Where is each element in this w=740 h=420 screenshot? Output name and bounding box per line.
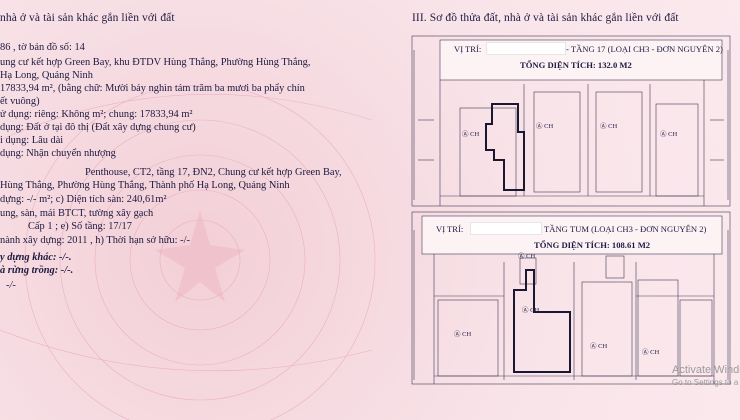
construction-area-line: dựng: -/- m²; c) Diện tích sàn: 240,61m² xyxy=(0,194,167,205)
section-heading-left: nhà ở và tài sản khác gắn liền với đất xyxy=(0,12,175,24)
unit-label: Ⓐ CH xyxy=(454,331,472,338)
usage-form-line: ử dụng: riêng: Không m²; chung: 17833,94… xyxy=(0,109,193,120)
perennial-trees-line: -/- xyxy=(6,280,16,291)
unit-label: Ⓐ CH xyxy=(462,131,480,138)
left-page: nhà ở và tài sản khác gắn liền với đất 8… xyxy=(0,12,342,291)
unit-label: Ⓐ CH xyxy=(660,131,678,138)
section-heading-right: III. Sơ đồ thửa đất, nhà ở và tài sản kh… xyxy=(412,12,679,24)
right-page: III. Sơ đồ thửa đất, nhà ở và tài sản kh… xyxy=(374,0,740,420)
activate-windows-watermark: Activate Windows xyxy=(672,364,740,376)
floor-plan-drawing xyxy=(411,35,731,385)
plan1-title: - TẦNG 17 (LOẠI CH3 - ĐƠN NGUYÊN 2) xyxy=(566,44,723,54)
structure-line: ung, sàn, mái BTCT, tường xây gạch xyxy=(0,208,154,219)
other-construction-line: y dựng khác: -/-. xyxy=(0,252,72,263)
plan2-title: TẦNG TUM (LOẠI CH3 - ĐƠN NGUYÊN 2) xyxy=(544,224,707,234)
usage-origin-line: dụng: Nhận chuyển nhượng xyxy=(0,148,116,159)
unit-label: Ⓐ CH xyxy=(522,307,540,314)
activate-windows-subtitle: Go to Settings to activate Windows. xyxy=(672,378,738,387)
planted-forest-line: à rừng trồng: -/-. xyxy=(0,265,74,276)
plan2-area: TỔNG DIỆN TÍCH: 108.61 M2 xyxy=(534,240,651,250)
plan2-location-prefix: VỊ TRÍ: xyxy=(436,224,464,234)
usage-term-line: i dụng: Lâu dài xyxy=(0,135,64,146)
land-purpose-line: dụng: Đất ở tại đô thị (Đất xây dựng chu… xyxy=(0,122,196,133)
unit-label: Ⓐ CH xyxy=(590,343,608,350)
area-line: 17833,94 m², (bằng chữ: Mười bảy nghìn t… xyxy=(0,83,305,94)
house-address-line: Hùng Thắng, Phường Hùng Thắng, Thành phố… xyxy=(0,180,290,191)
address-line-2: Hạ Long, Quảng Ninh xyxy=(0,70,93,81)
redacted-field xyxy=(470,222,542,235)
plan1-location-prefix: VỊ TRÍ: xyxy=(454,44,482,54)
parcel-number-line: 86 , tờ bản đồ số: 14 xyxy=(0,42,85,53)
grade-floors-line: Cấp 1 ; e) Số tầng: 17/17 xyxy=(28,221,132,232)
unit-label: Ⓐ CH xyxy=(600,123,618,130)
completion-year-line: nành xây dựng: 2011 , h) Thời hạn sở hữu… xyxy=(0,235,190,246)
unit-label: Ⓐ CH xyxy=(642,349,660,356)
house-type-line: Penthouse, CT2, tầng 17, ĐN2, Chung cư k… xyxy=(85,167,342,178)
unit-label: Ⓐ CH xyxy=(518,253,536,260)
area-words-line: ết vuông) xyxy=(0,96,40,107)
address-line-1: ung cư kết hợp Green Bay, khu ĐTDV Hùng … xyxy=(0,57,311,68)
unit-label: Ⓐ CH xyxy=(536,123,554,130)
redacted-field xyxy=(486,42,566,55)
plan1-area: TỔNG DIỆN TÍCH: 132.0 M2 xyxy=(520,60,632,70)
